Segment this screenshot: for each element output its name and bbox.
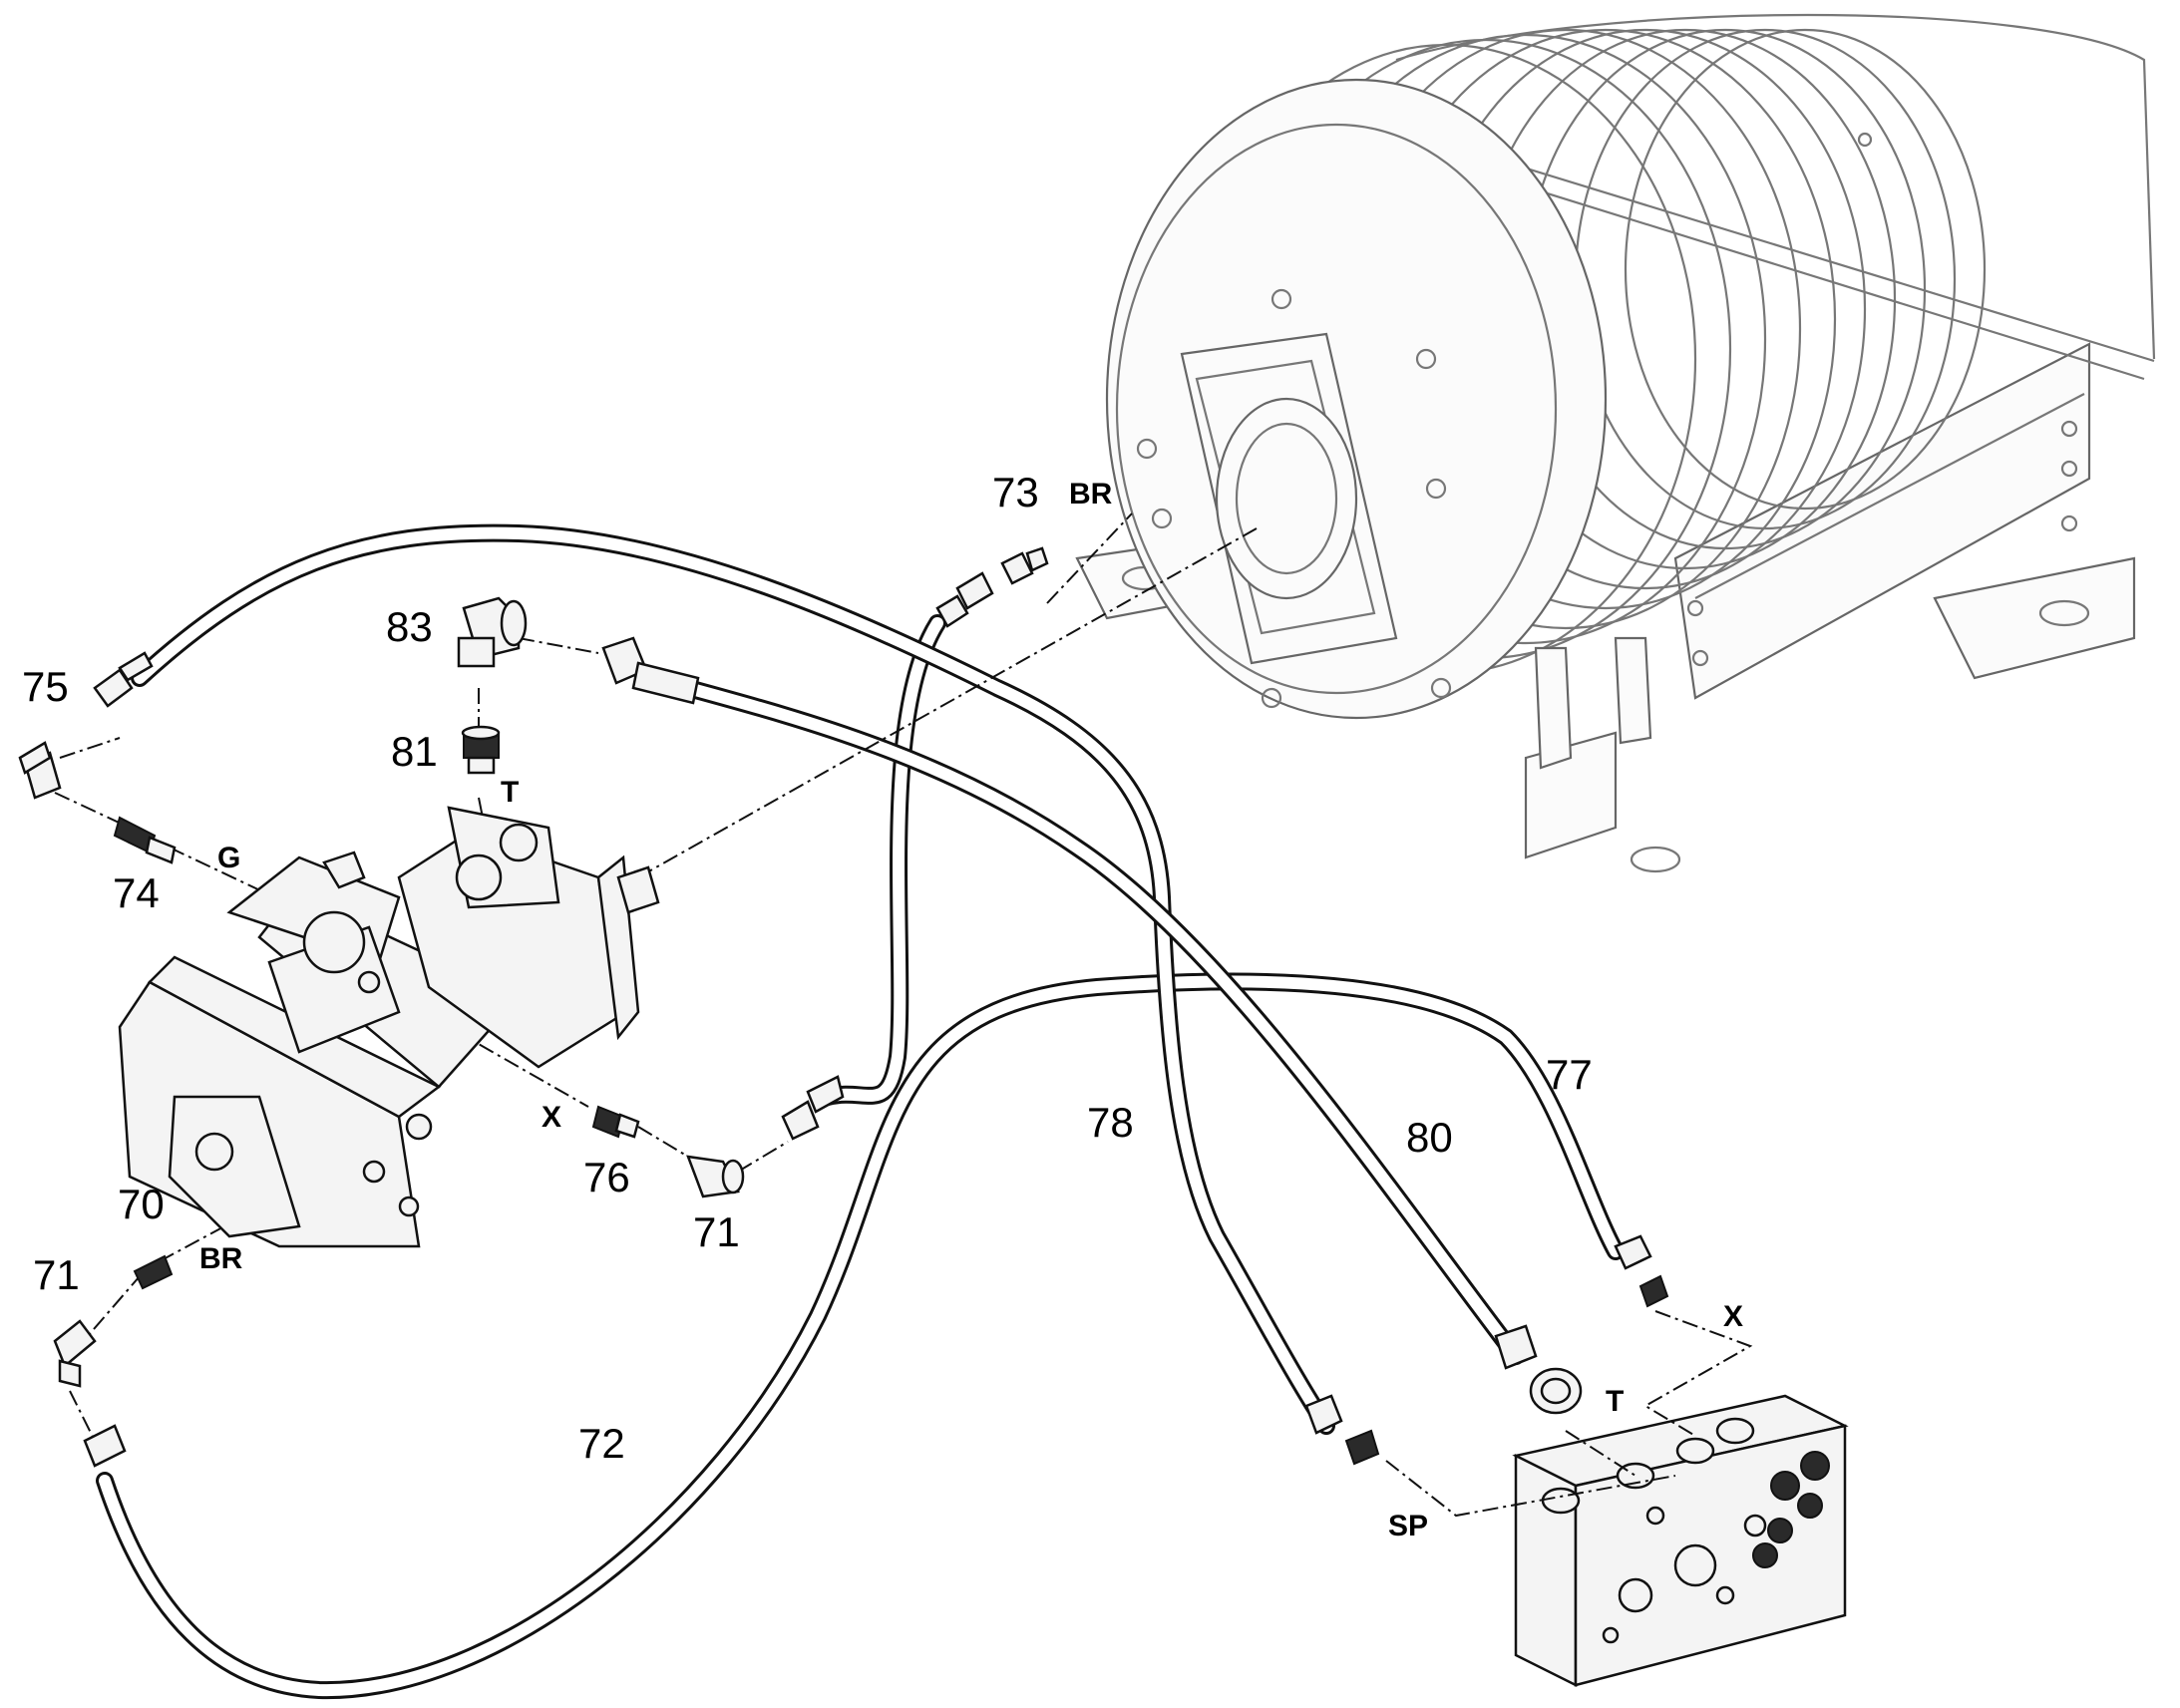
label-83: 83 [386, 603, 433, 650]
port-sp-block: SP [1388, 1510, 1428, 1542]
label-76: 76 [583, 1154, 630, 1200]
label-80: 80 [1406, 1114, 1453, 1161]
label-71-left: 71 [33, 1251, 80, 1298]
label-78: 78 [1087, 1099, 1134, 1146]
label-81: 81 [391, 728, 438, 775]
label-72: 72 [578, 1420, 625, 1467]
part-number-labels: 70 71 71 72 73 74 75 76 77 78 80 81 83 [22, 469, 1593, 1467]
label-77: 77 [1546, 1051, 1593, 1098]
hose-80 [679, 679, 1525, 1365]
winch-drum [1075, 13, 2156, 873]
port-t-block: T [1606, 1385, 1624, 1418]
port-t-motor: T [501, 776, 519, 809]
hoses [96, 523, 1625, 1700]
port-br-motor: BR [199, 1242, 243, 1275]
label-74: 74 [113, 869, 160, 916]
port-x-motor: X [542, 1101, 561, 1134]
label-75: 75 [22, 663, 69, 710]
port-br-winch: BR [1069, 478, 1113, 511]
label-71-center: 71 [693, 1208, 740, 1255]
fittings [18, 546, 1669, 1468]
label-70: 70 [118, 1181, 165, 1227]
label-73: 73 [992, 469, 1039, 515]
valve-block [1512, 1394, 1849, 1688]
port-x-block: X [1723, 1300, 1743, 1333]
hydraulic-motor [118, 806, 660, 1248]
port-labels: BR BR T G X X T SP [199, 478, 1743, 1542]
hose-78 [819, 614, 946, 1106]
port-g: G [217, 842, 240, 874]
